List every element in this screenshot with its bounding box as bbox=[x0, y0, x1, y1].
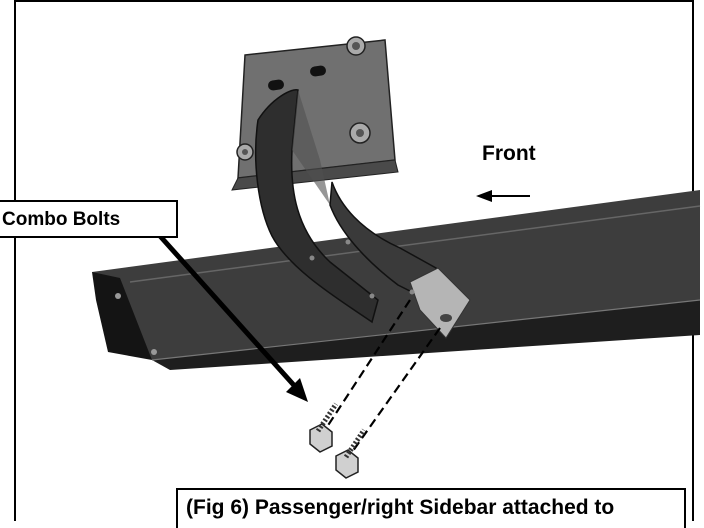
combo-bolt-1 bbox=[309, 402, 339, 453]
front-label: Front bbox=[482, 142, 536, 165]
combo-bolts-label: Combo Bolts bbox=[0, 200, 178, 238]
bar-lower-face bbox=[152, 300, 700, 370]
combo-bolt-2 bbox=[335, 428, 367, 479]
figure-caption: (Fig 6) Passenger/right Sidebar attached… bbox=[176, 488, 686, 528]
support-brackets bbox=[254, 89, 471, 339]
bolt-paths bbox=[324, 299, 441, 456]
front-arrow bbox=[476, 190, 530, 202]
combo-bolts-pointer bbox=[158, 234, 308, 402]
bar-end-cap bbox=[92, 272, 152, 360]
